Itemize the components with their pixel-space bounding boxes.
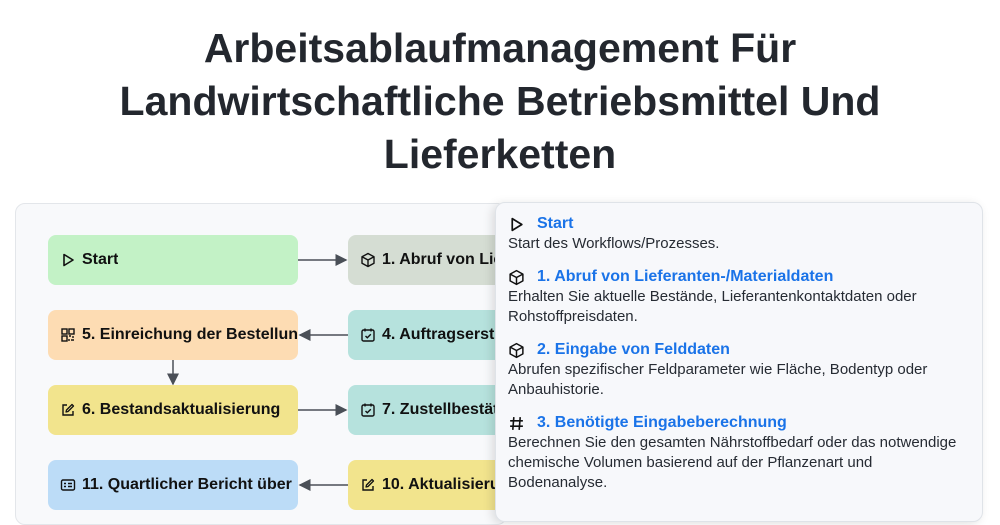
workflow-canvas[interactable]: Start 1. Abruf von Lieferanten-/Material… bbox=[15, 203, 507, 525]
node-step-5[interactable]: 5. Einreichung der Bestellung bbox=[48, 310, 298, 360]
edge-layer bbox=[167, 254, 348, 491]
calendar-check-icon bbox=[360, 327, 376, 343]
step-item[interactable]: Start Start des Workflows/Prozesses. bbox=[508, 214, 970, 254]
node-label: 6. Bestandsaktualisierung bbox=[82, 401, 281, 418]
step-description: Abrufen spezifischer Feldparameter wie F… bbox=[508, 361, 928, 398]
step-title[interactable]: 3. Benötigte Eingabeberechnung bbox=[537, 414, 787, 431]
edit-icon bbox=[360, 477, 376, 493]
step-item[interactable]: 2. Eingabe von Felddaten Abrufen spezifi… bbox=[508, 340, 970, 400]
step-details-panel[interactable]: Start Start des Workflows/Prozesses. 1. … bbox=[495, 202, 983, 522]
node-step-1[interactable]: 1. Abruf von Lieferanten-/Materialdaten bbox=[348, 235, 506, 285]
step-description: Berechnen Sie den gesamten Nährstoffbeda… bbox=[508, 434, 957, 491]
node-label: 1. Abruf von Lieferanten-/Materialdaten bbox=[382, 251, 506, 268]
node-label: 11. Quartlicher Bericht über bbox=[82, 476, 292, 493]
node-step-7[interactable]: 7. Zustellbestätigung bbox=[348, 385, 506, 435]
node-label: 4. Auftragserstellung bbox=[382, 326, 506, 343]
step-item[interactable]: 1. Abruf von Lieferanten-/Materialdaten … bbox=[508, 267, 970, 327]
step-description: Start des Workflows/Prozesses. bbox=[508, 235, 720, 252]
title-line: Lieferketten bbox=[383, 131, 617, 177]
hash-icon bbox=[508, 415, 525, 432]
node-label: Start bbox=[82, 251, 119, 268]
edit-icon bbox=[60, 402, 76, 418]
step-title[interactable]: 2. Eingabe von Felddaten bbox=[537, 341, 730, 358]
title-line: Landwirtschaftliche Betriebsmittel Und bbox=[119, 78, 881, 124]
qr-icon bbox=[60, 327, 76, 343]
node-label: 5. Einreichung der Bestellung bbox=[82, 326, 298, 343]
cube-icon bbox=[360, 252, 376, 268]
play-icon bbox=[508, 216, 525, 233]
id-card-icon bbox=[60, 477, 76, 493]
step-description: Erhalten Sie aktuelle Bestände, Lieferan… bbox=[508, 288, 917, 325]
step-title[interactable]: Start bbox=[537, 215, 574, 232]
node-step-10[interactable]: 10. Aktualisierung bbox=[348, 460, 507, 510]
play-icon bbox=[60, 252, 76, 268]
node-start[interactable]: Start bbox=[48, 235, 298, 285]
step-title[interactable]: 1. Abruf von Lieferanten-/Materialdaten bbox=[537, 268, 834, 285]
calendar-check-icon bbox=[360, 402, 376, 418]
node-label: 7. Zustellbestätigung bbox=[382, 401, 506, 418]
node-label: 10. Aktualisierung bbox=[382, 476, 507, 493]
page-title: Arbeitsablaufmanagement Für Landwirtscha… bbox=[0, 22, 1000, 181]
node-step-6[interactable]: 6. Bestandsaktualisierung bbox=[48, 385, 298, 435]
step-item[interactable]: 3. Benötigte Eingabeberechnung Berechnen… bbox=[508, 413, 970, 493]
title-line: Arbeitsablaufmanagement Für bbox=[203, 25, 797, 71]
cube-icon bbox=[508, 342, 525, 359]
node-step-4[interactable]: 4. Auftragserstellung bbox=[348, 310, 506, 360]
cube-icon bbox=[508, 269, 525, 286]
node-step-11[interactable]: 11. Quartlicher Bericht über bbox=[48, 460, 298, 510]
